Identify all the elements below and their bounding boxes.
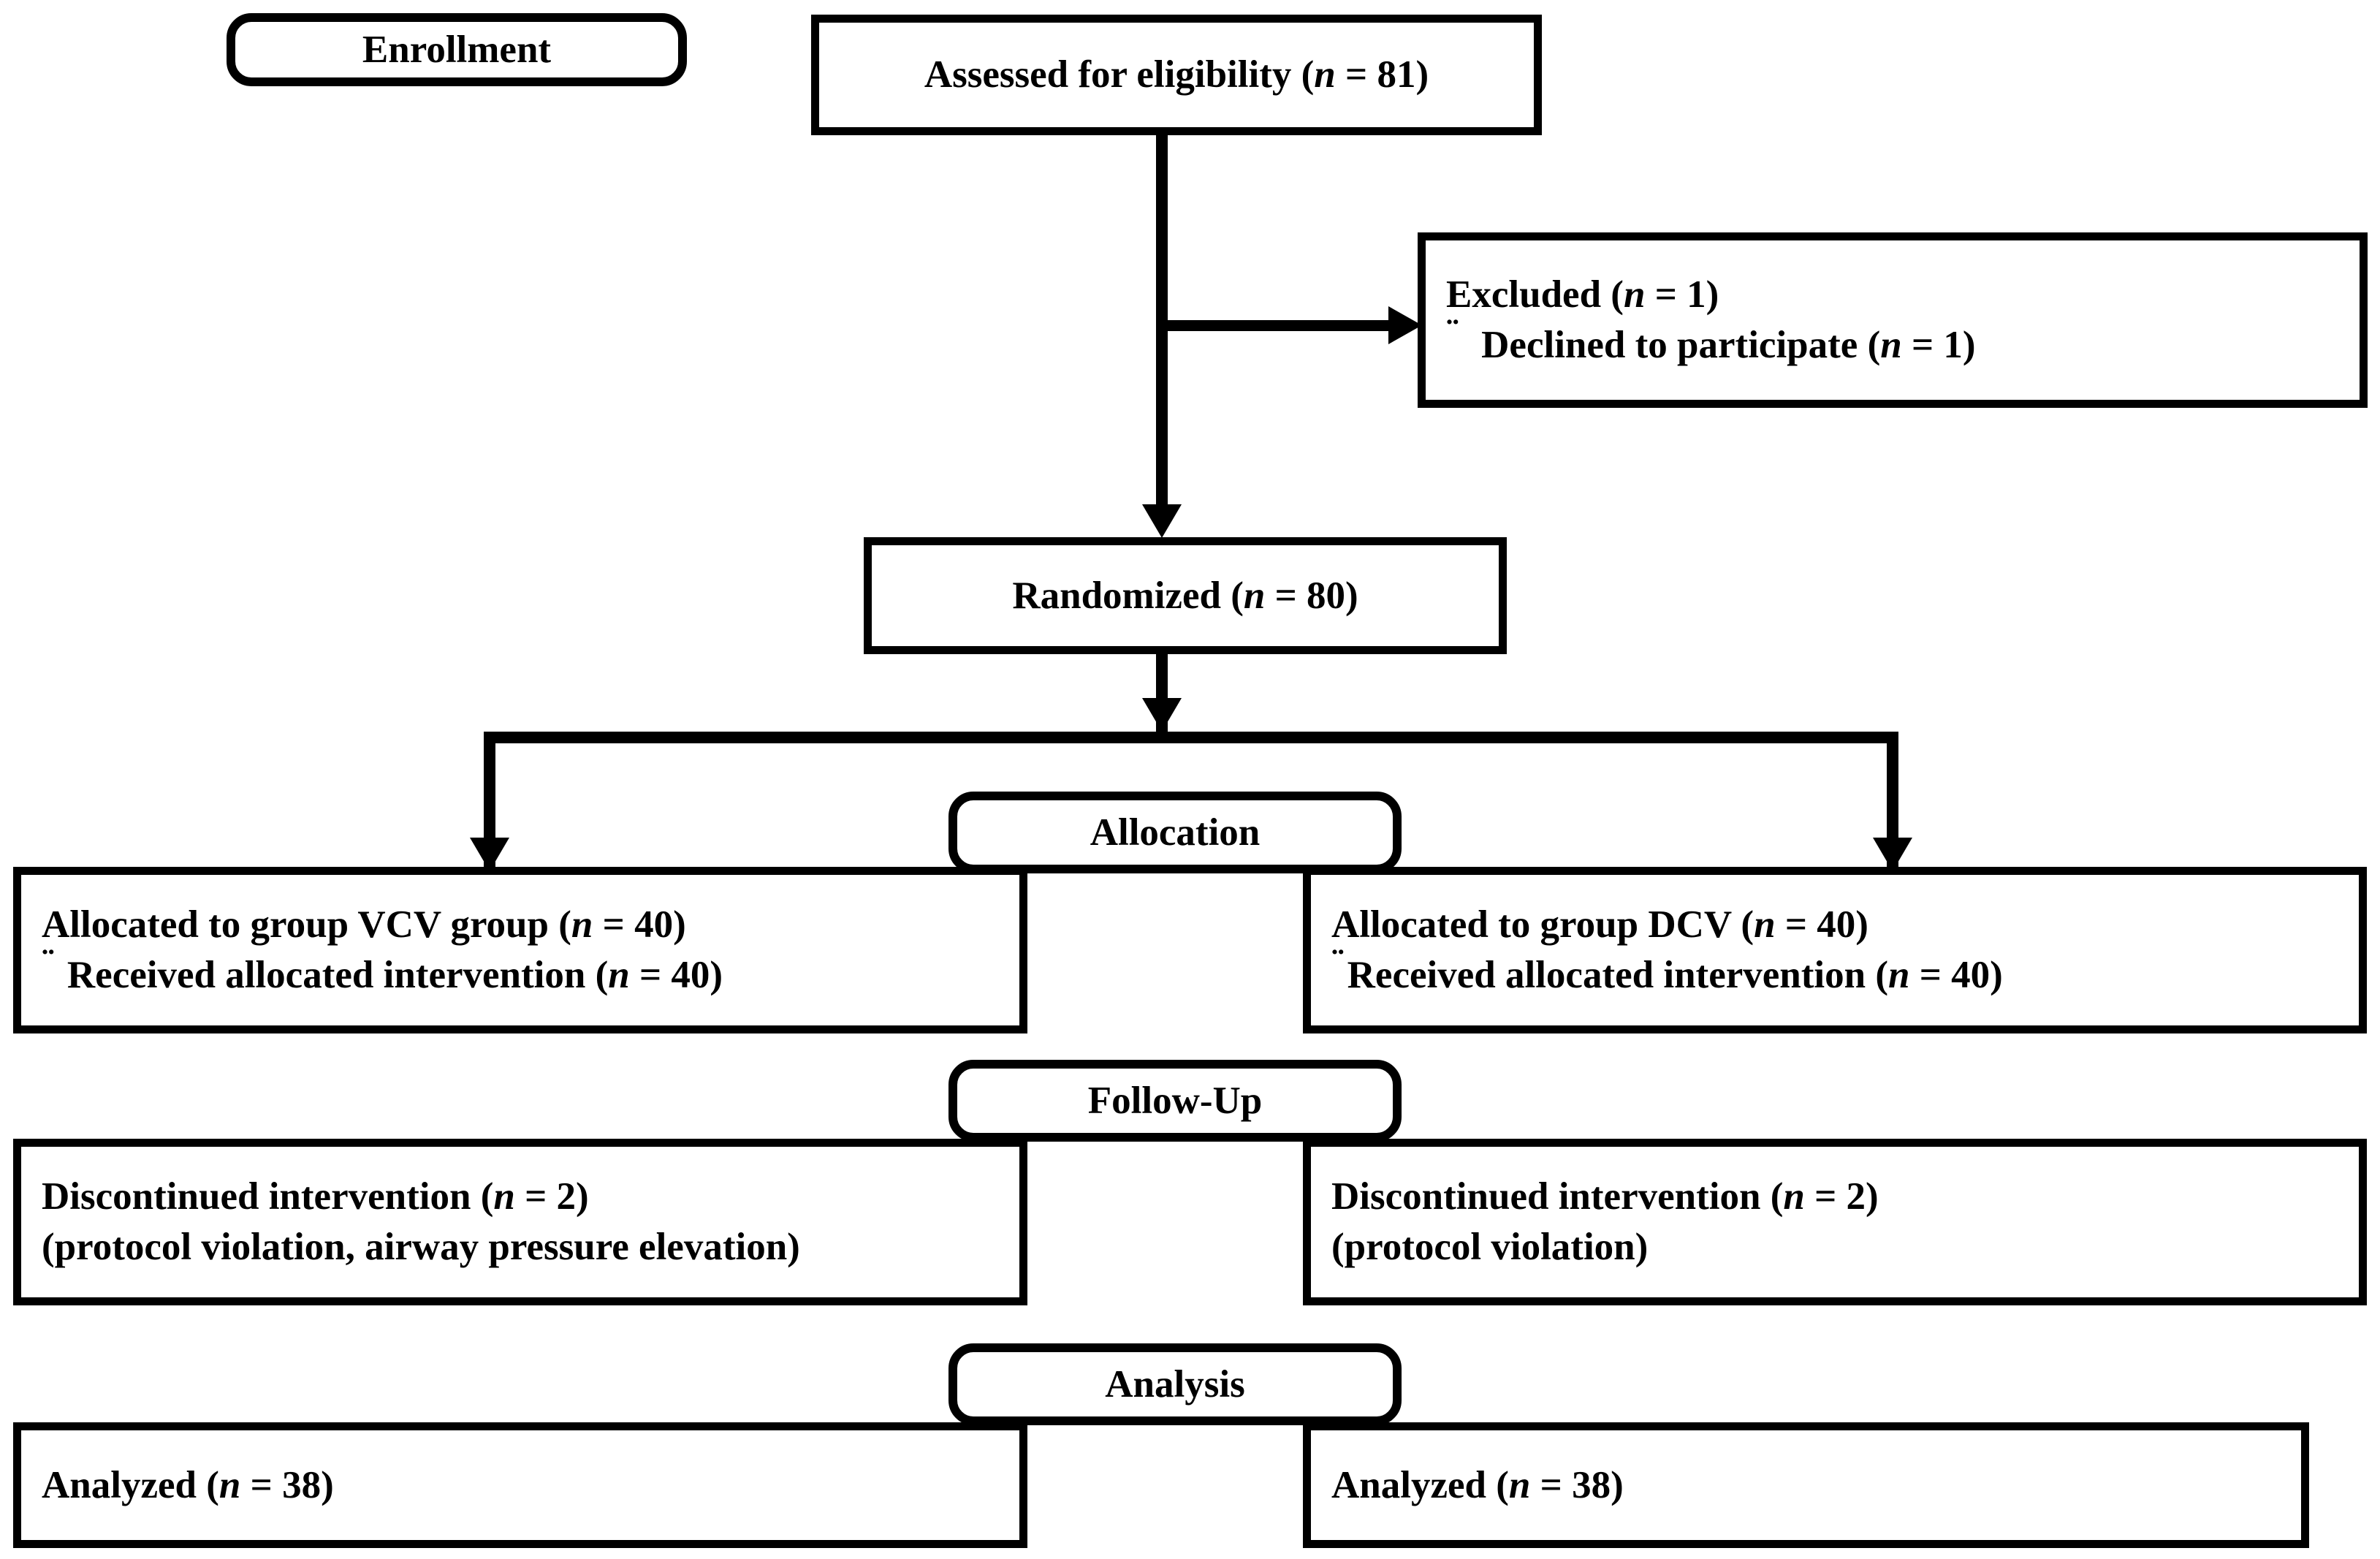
arrowhead-branch-left [470, 838, 509, 871]
analyzed-left-before: Analyzed ( [42, 1463, 219, 1506]
box-analyzed-left: Analyzed (n = 38) [13, 1422, 1027, 1548]
box-randomized: Randomized (n = 80) [864, 537, 1507, 654]
stage-label-allocation: Allocation [1090, 811, 1261, 854]
followup-right-line-1: Discontinued intervention (n = 2) [1331, 1172, 1879, 1222]
alloc-left-line2-italic-n: n [608, 954, 630, 996]
followup-right-line1-after: = 2) [1804, 1175, 1879, 1218]
alloc-left-line-2: ¨ Received allocated intervention (n = 4… [42, 942, 723, 1001]
randomized-text: Randomized (n = 80) [1012, 571, 1358, 621]
connector-branch-right [1887, 732, 1898, 867]
excluded-line1-italic-n: n [1623, 273, 1646, 316]
alloc-right-line1-after: = 40) [1775, 903, 1868, 947]
excluded-line-2: ¨ Declined to participate (n = 1) [1446, 312, 1976, 371]
excluded-line2-before: Declined to participate ( [1481, 324, 1881, 366]
excluded-line1-after: = 1) [1645, 273, 1719, 316]
box-excluded: Excluded (n = 1) ¨ Declined to participa… [1418, 232, 2368, 408]
box-discontinued-right: Discontinued intervention (n = 2) (proto… [1303, 1139, 2367, 1305]
arrowhead-branch-right [1873, 838, 1912, 871]
assessed-italic-n: n [1314, 53, 1336, 96]
assessed-text-after: = 81) [1335, 53, 1429, 96]
followup-left-line-1: Discontinued intervention (n = 2) [42, 1172, 589, 1222]
assessed-text-before: Assessed for eligibility ( [924, 53, 1315, 96]
randomized-text-before: Randomized ( [1012, 574, 1244, 617]
excluded-line-1: Excluded (n = 1) [1446, 270, 1719, 320]
randomized-text-after: = 80) [1265, 574, 1358, 617]
arrowhead-split [1142, 698, 1182, 732]
followup-right-line1-before: Discontinued intervention ( [1331, 1175, 1784, 1218]
stage-pill-followup: Follow-Up [948, 1060, 1402, 1142]
alloc-left-line1-after: = 40) [593, 903, 686, 947]
diaeresis-bullet-icon: ¨ [42, 942, 55, 985]
stage-pill-enrollment: Enrollment [227, 13, 687, 86]
analyzed-right-italic-n: n [1508, 1463, 1531, 1506]
split-bar-allocation [484, 732, 1898, 743]
followup-left-line-2: (protocol violation, airway pressure ele… [42, 1226, 800, 1268]
alloc-right-line2-after: = 40) [1909, 954, 2003, 996]
stage-label-analysis: Analysis [1105, 1363, 1245, 1406]
alloc-left-line1-italic-n: n [571, 903, 593, 947]
alloc-left-line2-before: Received allocated intervention ( [66, 954, 609, 996]
analyzed-left-text: Analyzed (n = 38) [42, 1460, 334, 1511]
box-allocated-left-vcv: Allocated to group VCV group (n = 40) ¨ … [13, 867, 1027, 1033]
followup-left-line1-after: = 2) [514, 1175, 589, 1218]
excluded-line1-before: Excluded ( [1446, 273, 1624, 316]
box-allocated-right-dcv: Allocated to group DCV (n = 40) ¨Receive… [1303, 867, 2367, 1033]
assessed-text: Assessed for eligibility (n = 81) [924, 50, 1429, 100]
alloc-right-line-2: ¨Received allocated intervention (n = 40… [1331, 942, 2003, 1001]
followup-right-line-2: (protocol violation) [1331, 1226, 1649, 1268]
analyzed-right-before: Analyzed ( [1331, 1463, 1509, 1506]
alloc-left-line2-after: = 40) [629, 954, 723, 996]
alloc-right-line-1: Allocated to group DCV (n = 40) [1331, 900, 1868, 950]
box-assessed-for-eligibility: Assessed for eligibility (n = 81) [811, 15, 1542, 135]
connector-to-excluded [1162, 320, 1403, 331]
excluded-line2-after: = 1) [1901, 324, 1976, 366]
randomized-italic-n: n [1243, 574, 1266, 617]
alloc-right-line2-italic-n: n [1888, 954, 1910, 996]
stage-label-followup: Follow-Up [1087, 1080, 1263, 1122]
followup-right-line1-italic-n: n [1783, 1175, 1805, 1218]
stage-pill-allocation: Allocation [948, 792, 1402, 873]
diaeresis-bullet-icon: ¨ [1446, 312, 1459, 355]
excluded-line2-italic-n: n [1880, 324, 1902, 366]
alloc-right-line1-before: Allocated to group DCV ( [1331, 903, 1754, 947]
connector-branch-left [484, 732, 495, 867]
analyzed-right-text: Analyzed (n = 38) [1331, 1460, 1624, 1511]
analyzed-left-italic-n: n [218, 1463, 241, 1506]
analyzed-left-after: = 38) [240, 1463, 334, 1506]
arrowhead-excluded [1388, 306, 1422, 344]
analyzed-right-after: = 38) [1530, 1463, 1624, 1506]
stage-pill-analysis: Analysis [948, 1343, 1402, 1425]
stage-label-enrollment: Enrollment [362, 29, 552, 71]
alloc-right-line1-italic-n: n [1754, 903, 1776, 947]
followup-left-line1-italic-n: n [493, 1175, 515, 1218]
alloc-left-line1-before: Allocated to group VCV group ( [42, 903, 571, 947]
arrowhead-randomized [1142, 504, 1182, 538]
box-analyzed-right: Analyzed (n = 38) [1303, 1422, 2309, 1548]
diaeresis-bullet-icon: ¨ [1331, 942, 1345, 985]
box-discontinued-left: Discontinued intervention (n = 2) (proto… [13, 1139, 1027, 1305]
alloc-right-line2-before: Received allocated intervention ( [1347, 954, 1888, 996]
followup-left-line1-before: Discontinued intervention ( [42, 1175, 494, 1218]
alloc-left-line-1: Allocated to group VCV group (n = 40) [42, 900, 686, 950]
